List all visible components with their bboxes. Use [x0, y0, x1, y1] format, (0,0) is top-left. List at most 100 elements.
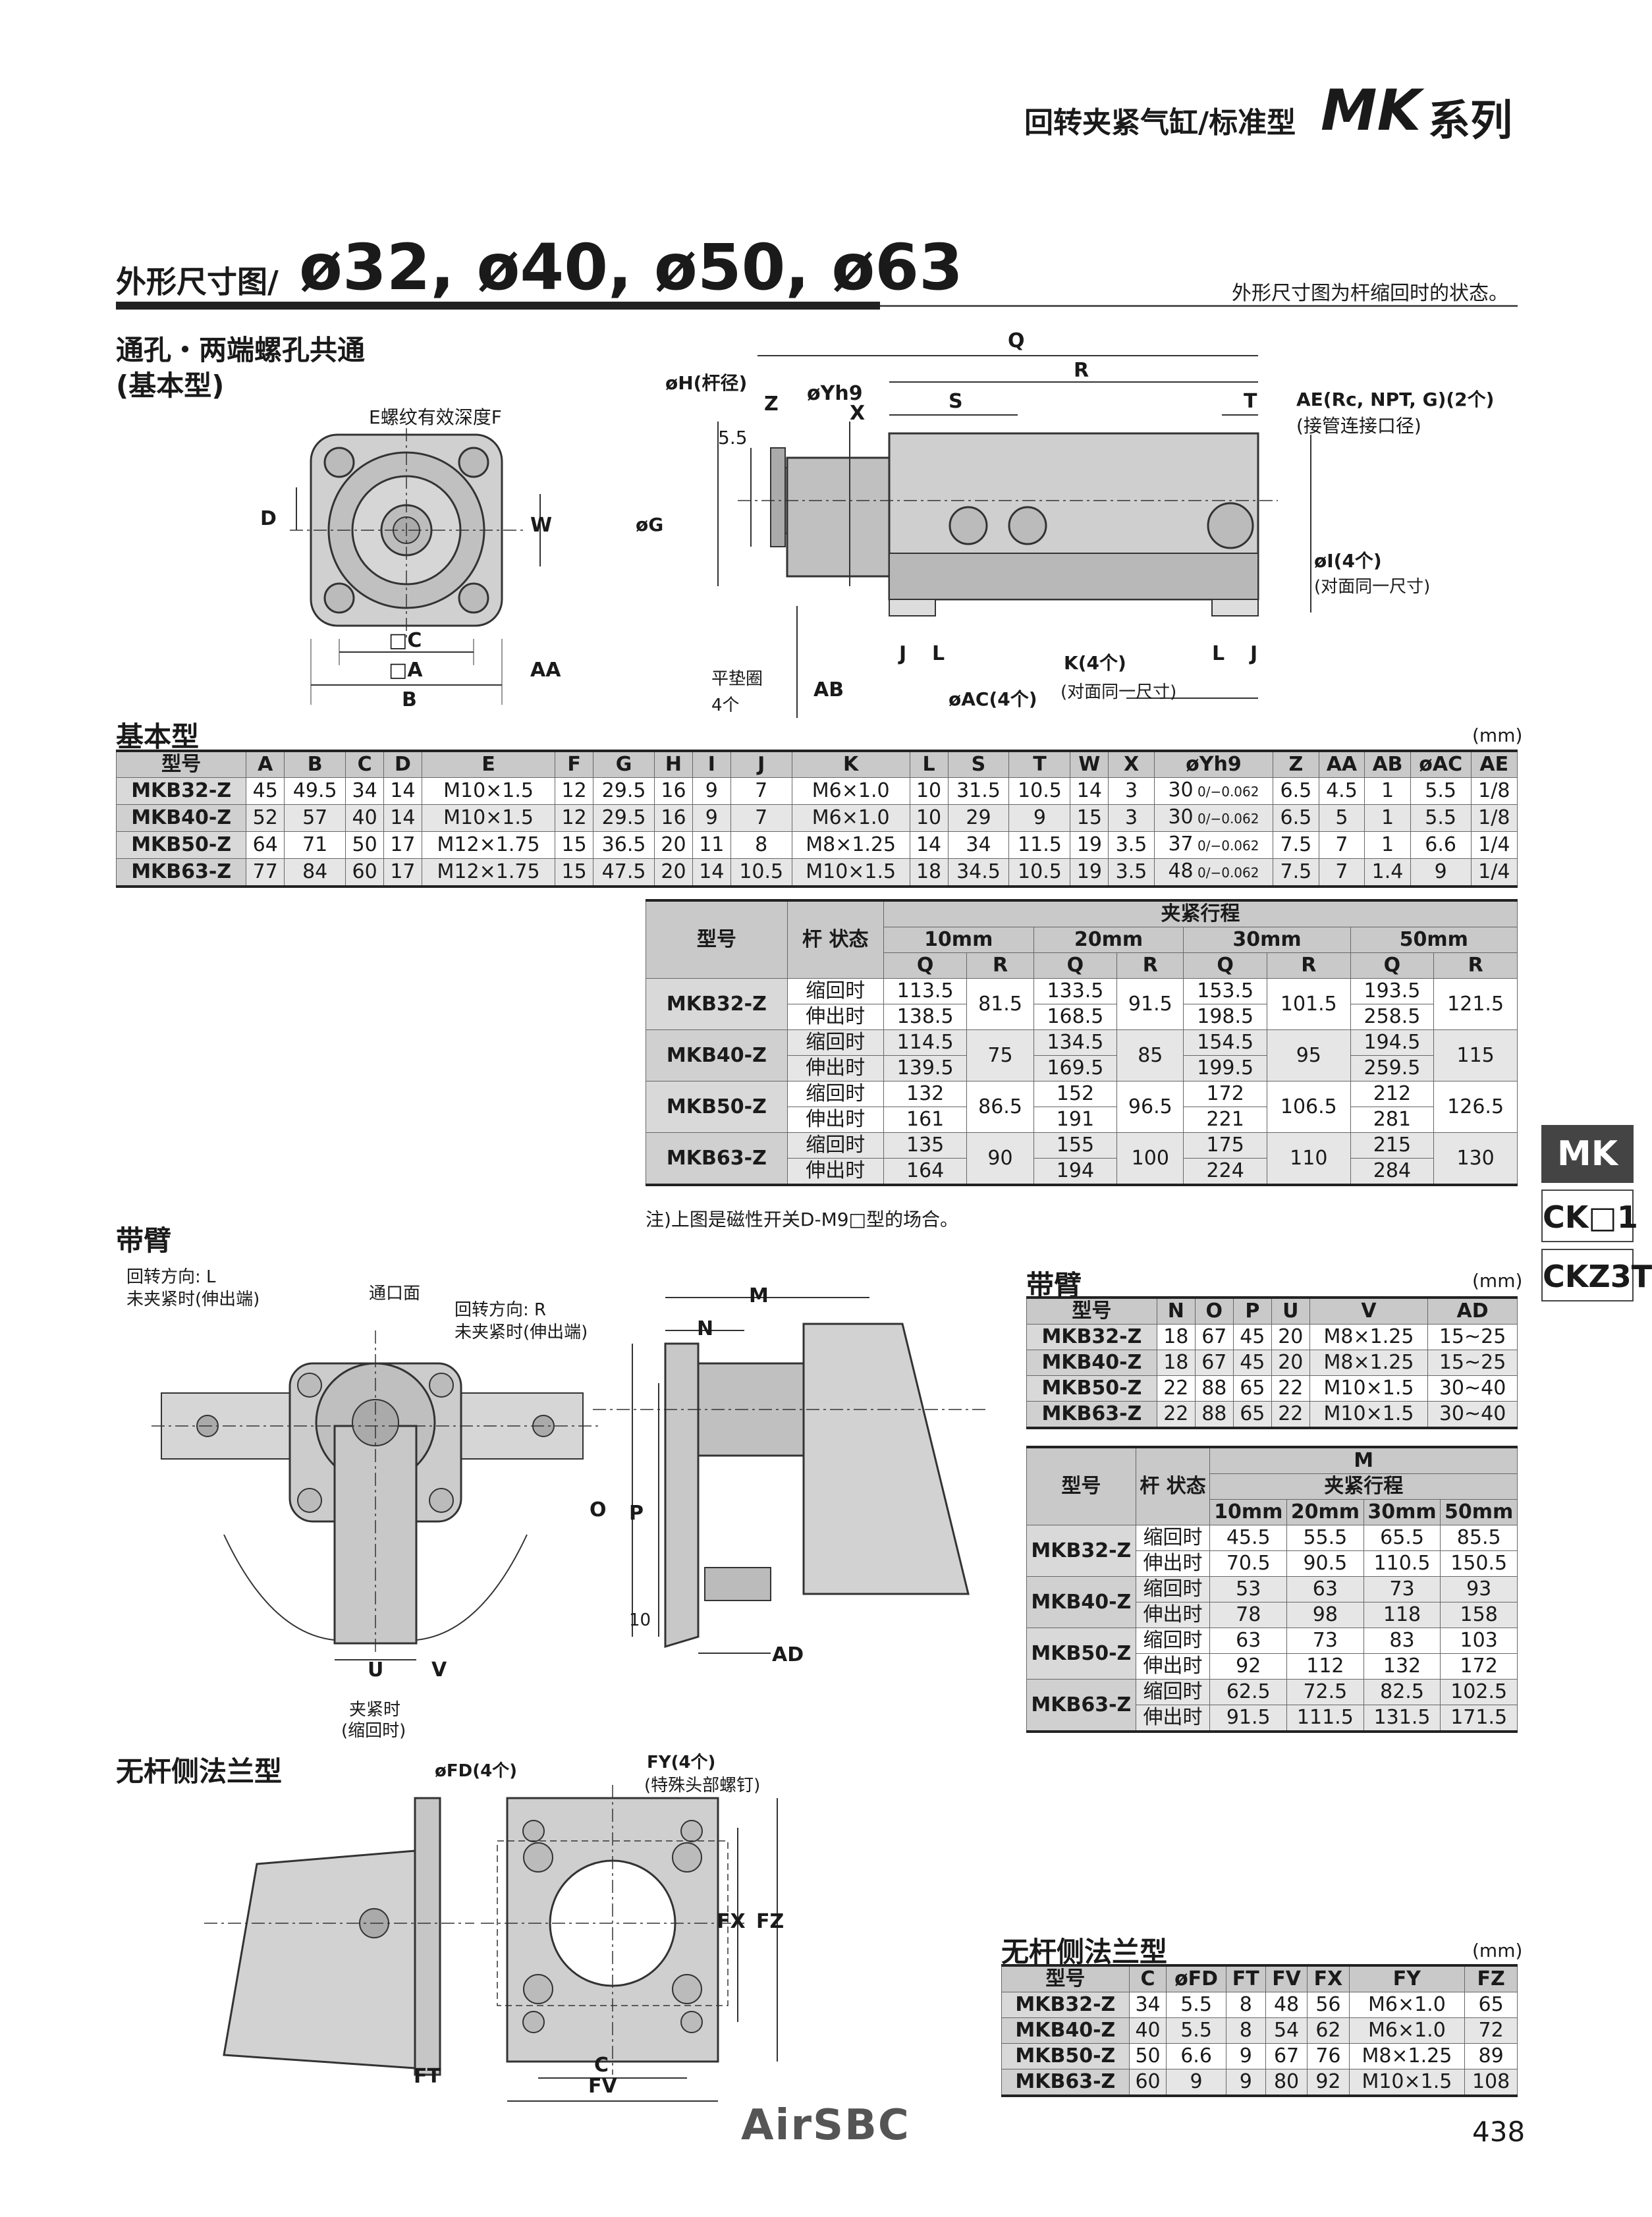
table-cell: 4.5	[1318, 777, 1365, 805]
r-cell: 81.5	[966, 978, 1034, 1030]
table-cell: 37 0/−0.062	[1153, 831, 1274, 859]
table-header-cell: L	[909, 750, 949, 778]
table-cell: 6.6	[1410, 831, 1472, 859]
dim-I-note: (对面同一尺寸)	[1314, 577, 1431, 597]
table-cell: 8	[1225, 1992, 1266, 2018]
brand-logo: AirSBC	[741, 2101, 910, 2150]
table-header-cell: FX	[1307, 1965, 1350, 1992]
table-cell: 57	[284, 804, 346, 832]
table-cell: 65	[1232, 1401, 1272, 1429]
table-cell: M10×1.5	[1348, 2069, 1466, 2096]
r-cell: 121.5	[1433, 978, 1518, 1030]
q-cell: 284	[1350, 1158, 1435, 1186]
q-cell: 175	[1183, 1132, 1267, 1159]
table-cell: 34	[947, 831, 1010, 859]
table-cell: 14	[383, 804, 422, 832]
table-cell: 1/8	[1470, 804, 1518, 832]
table-cell: 9	[1166, 2069, 1226, 2096]
table-cell: 1/8	[1470, 777, 1518, 805]
r-cell: 106.5	[1267, 1081, 1351, 1133]
dim-S: S	[949, 390, 963, 413]
title-rule-thin	[880, 305, 1518, 307]
table-cell: 15	[555, 858, 594, 887]
series-name: MK	[1321, 78, 1421, 144]
page-number: 438	[1472, 2116, 1526, 2148]
r-cell: 90	[966, 1132, 1034, 1186]
table-cell: 19	[1070, 858, 1109, 887]
m-cell: 93	[1440, 1576, 1518, 1602]
dim-A: □A	[389, 659, 423, 682]
rod-state-cell: 缩回时	[786, 1081, 884, 1107]
table-header-cell: 型号	[115, 750, 247, 778]
table-header-cell: FY	[1348, 1965, 1466, 1992]
side-tab-ckz3t[interactable]: CKZ3T	[1541, 1249, 1652, 1301]
table-cell: 65	[1464, 1992, 1518, 2018]
m-cell: 131.5	[1363, 1705, 1441, 1732]
table-cell: 54	[1265, 2017, 1308, 2044]
model-cell: MKB50-Z	[646, 1081, 788, 1133]
header-q: Q	[883, 952, 968, 979]
q-cell: 221	[1183, 1107, 1267, 1133]
model-cell: MKB40-Z	[1026, 1350, 1157, 1376]
table-cell: 11.5	[1008, 831, 1071, 859]
side-tab-ck1[interactable]: CK□1	[1541, 1190, 1638, 1242]
rod-state-cell: 伸出时	[786, 1158, 884, 1186]
arm-table-title: 带臂	[1026, 1269, 1082, 1301]
r-cell: 115	[1433, 1029, 1518, 1081]
table-header-cell: B	[284, 750, 346, 778]
yh9-value: 30	[1168, 779, 1194, 802]
table-header-cell: øAC	[1410, 750, 1472, 778]
m-cell: 112	[1286, 1653, 1364, 1680]
table-cell: M12×1.75	[421, 858, 556, 887]
table-cell: 80	[1265, 2069, 1308, 2096]
header-q: Q	[1033, 952, 1118, 979]
dim-J-right: J	[1250, 642, 1258, 665]
table-cell: 72	[1464, 2017, 1518, 2044]
category-title: 回转夹紧气缸/标准型	[1024, 106, 1296, 140]
dim-K: K(4个)	[1064, 652, 1126, 674]
m-cell: 110.5	[1363, 1550, 1441, 1577]
table-cell: 30 0/−0.062	[1153, 777, 1274, 805]
table-cell: 8	[730, 831, 792, 859]
table-header-cell: F	[555, 750, 594, 778]
table-cell: M8×1.25	[1309, 1350, 1429, 1376]
arm-dim-O: O	[590, 1498, 607, 1521]
rod-state-cell: 伸出时	[786, 1107, 884, 1133]
r-cell: 75	[966, 1029, 1034, 1081]
table-cell: 22	[1156, 1375, 1196, 1402]
table-cell: 19	[1070, 831, 1109, 859]
table-cell: 56	[1307, 1992, 1350, 2018]
side-tab-mk[interactable]: MK	[1541, 1125, 1634, 1183]
model-cell: MKB50-Z	[115, 831, 247, 859]
m-cell: 78	[1209, 1602, 1288, 1628]
header-rod-state: 杆 状态	[1135, 1446, 1211, 1525]
table-cell: M6×1.0	[1348, 2017, 1466, 2044]
rod-state-cell: 缩回时	[786, 1132, 884, 1159]
table-header-cell: H	[654, 750, 693, 778]
arm-dir-r: 回转方向: R	[454, 1300, 547, 1320]
model-cell: MKB40-Z	[1001, 2017, 1130, 2044]
table-cell: 10.5	[1008, 858, 1071, 887]
rod-state-cell: 缩回时	[1135, 1525, 1211, 1551]
dim-AC: øAC(4个)	[949, 688, 1037, 710]
m-cell: 82.5	[1363, 1679, 1441, 1705]
table-cell: 49.5	[284, 777, 346, 805]
dim-L-right: L	[1212, 642, 1225, 665]
arm-dir-l2: 未夹紧时(伸出端)	[126, 1290, 260, 1309]
m-cell: 85.5	[1440, 1525, 1518, 1551]
q-cell: 114.5	[883, 1029, 968, 1056]
table-header-cell: øFD	[1166, 1965, 1226, 1992]
header-stroke: 20mm	[1286, 1499, 1364, 1525]
dim-G: øG	[636, 514, 664, 535]
q-cell: 215	[1350, 1132, 1435, 1159]
page-title-sizes: ø32, ø40, ø50, ø63	[299, 231, 963, 304]
dim-Yh9: øYh9	[807, 382, 863, 405]
m-cell: 92	[1209, 1653, 1288, 1680]
table-cell: 40	[1128, 2017, 1167, 2044]
